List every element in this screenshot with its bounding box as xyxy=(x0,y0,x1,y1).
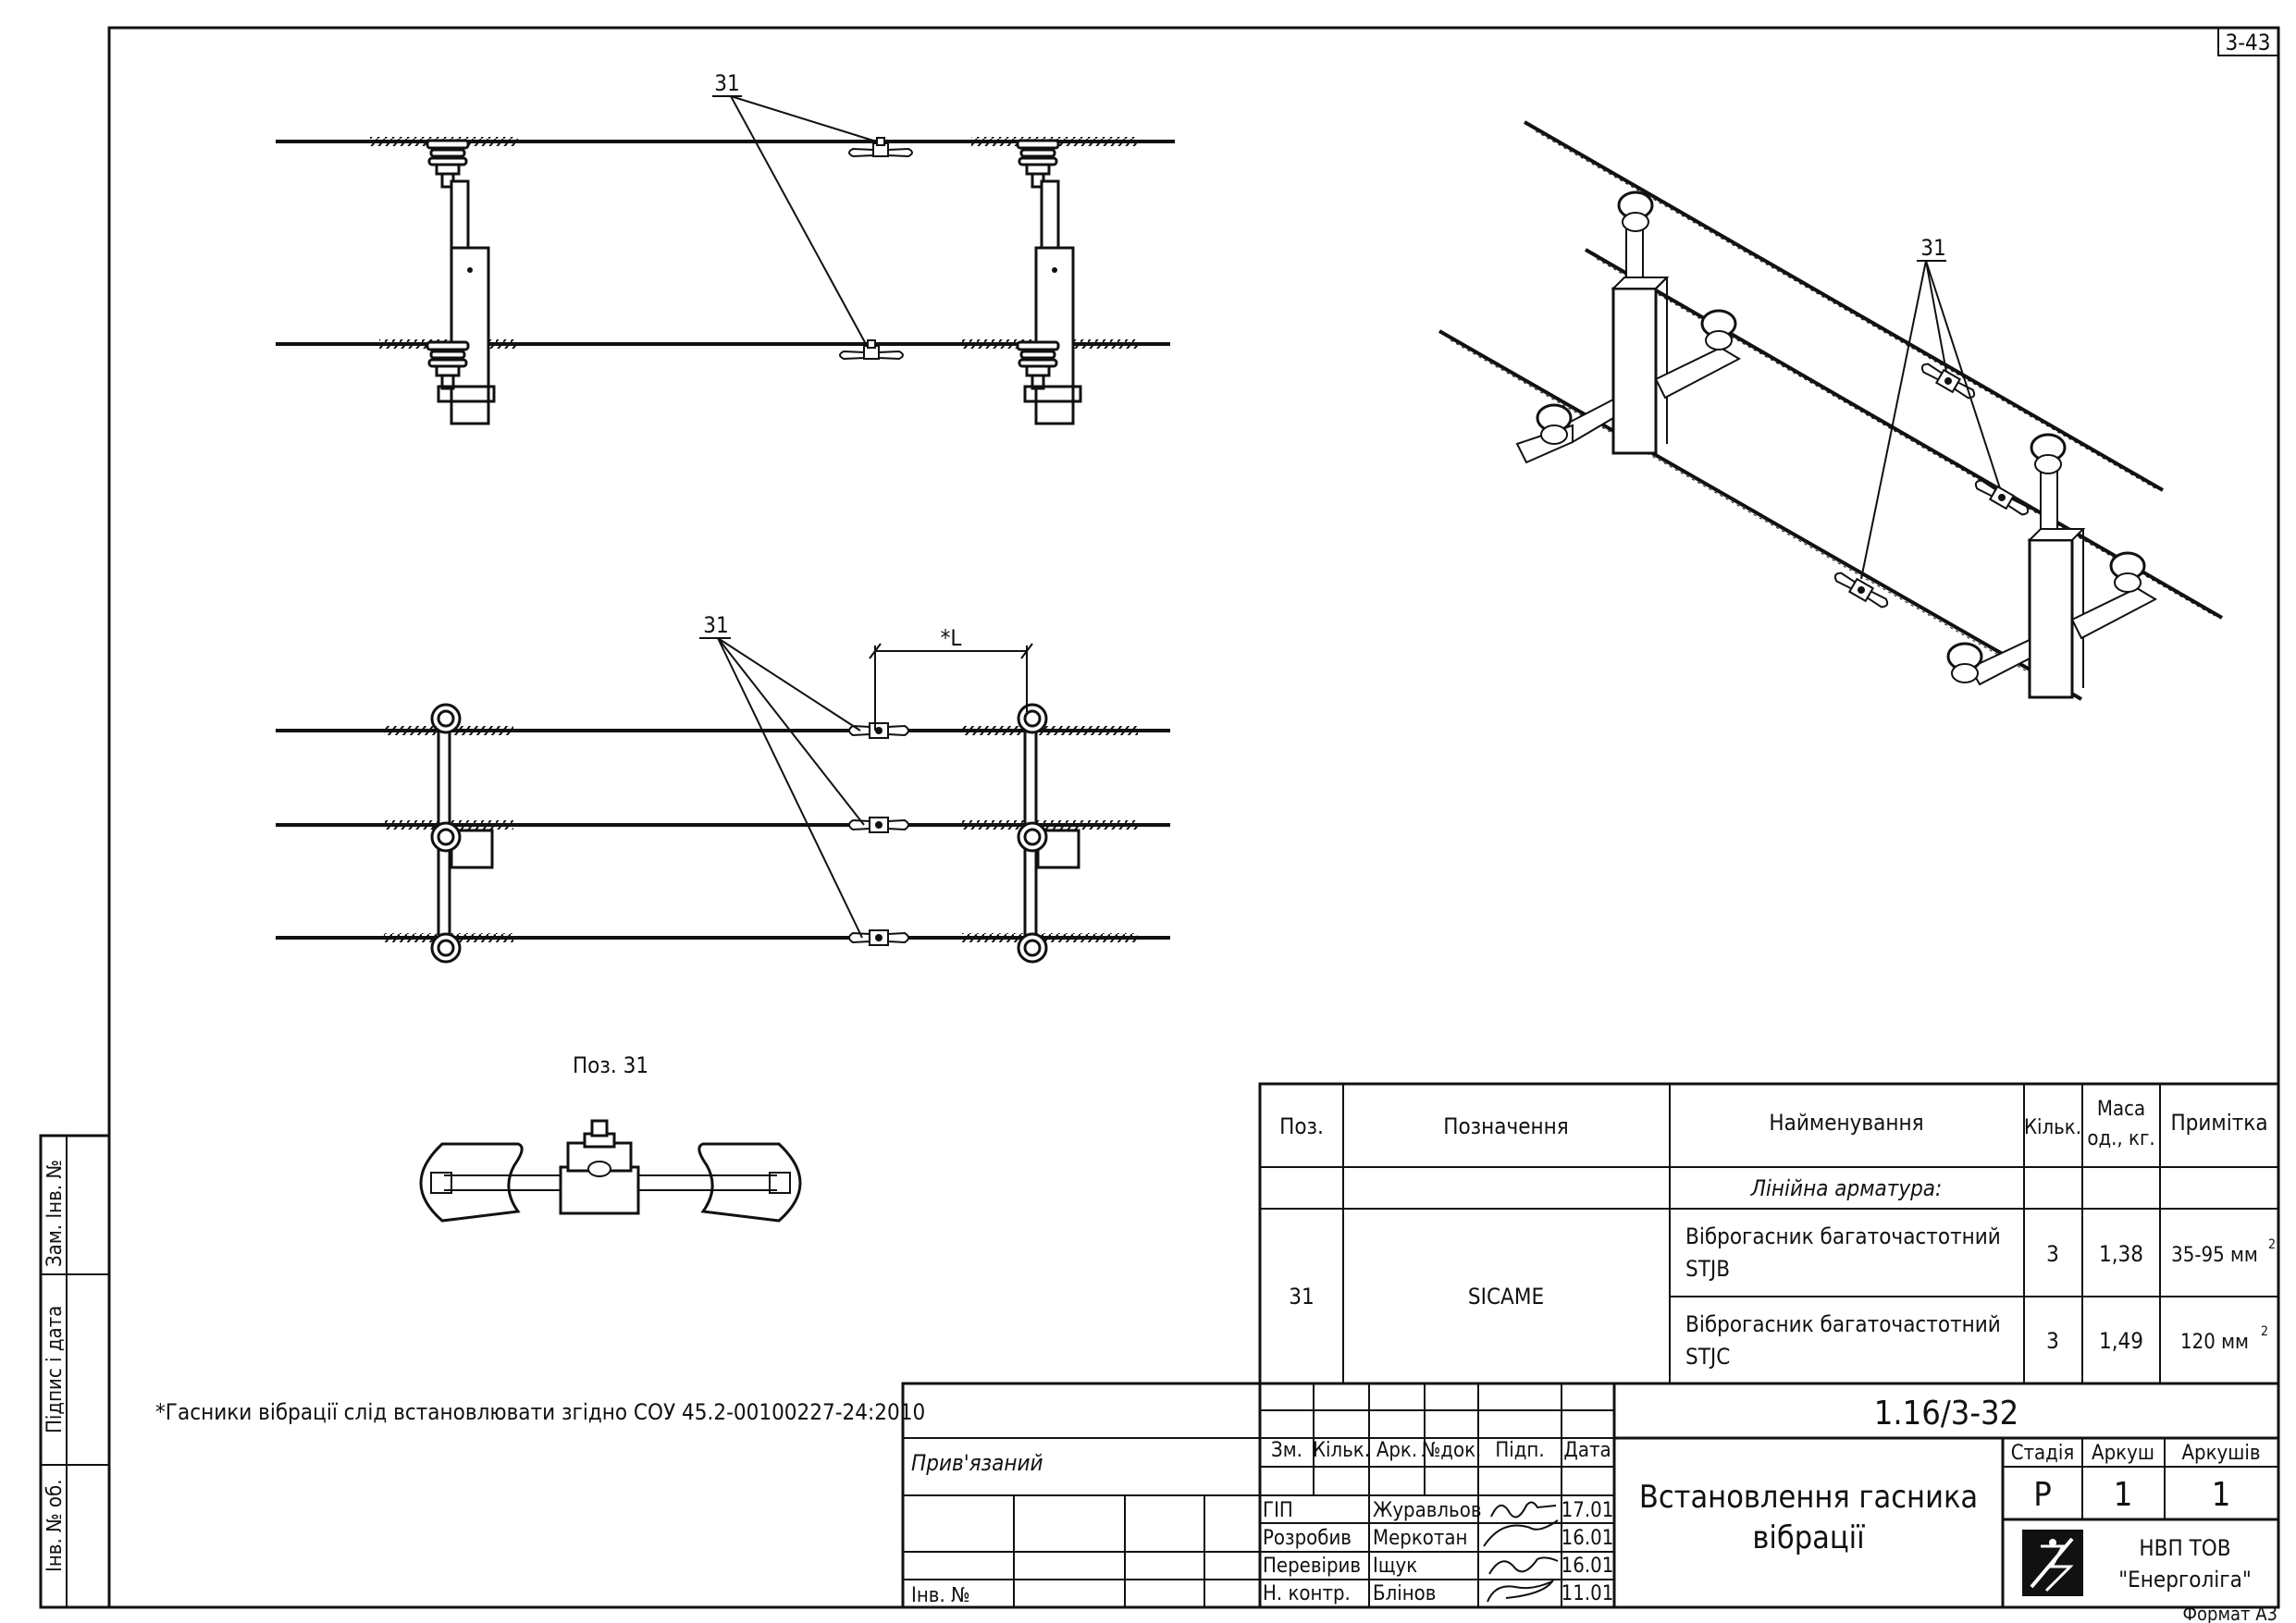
name-checker: Іщук xyxy=(1373,1555,1417,1578)
col-name-header: Найменування xyxy=(1769,1110,1923,1136)
callout-31-b: 31 xyxy=(703,612,728,638)
iso-support-b xyxy=(1946,433,2158,699)
doc-code: 1.16/3-32 xyxy=(1874,1395,2019,1432)
signature-developer xyxy=(1483,1519,1559,1547)
sheets-label: Аркушів xyxy=(2181,1442,2260,1465)
drawing-title-line2: вібрації xyxy=(1752,1519,1865,1556)
signature-gip xyxy=(1490,1501,1557,1518)
detail-label: Поз. 31 xyxy=(573,1052,648,1078)
row2-name-line2: STJC xyxy=(1685,1344,1730,1370)
col-designation-header: Позначення xyxy=(1443,1113,1569,1139)
stamp-sign-date: Підпис і дата xyxy=(43,1306,67,1433)
name-gip: Журавльов xyxy=(1373,1499,1482,1522)
role-developer: Розробив xyxy=(1263,1527,1352,1550)
col-mass-header-1: Маса xyxy=(2097,1098,2145,1121)
org-line1: НВП ТОВ xyxy=(2139,1535,2230,1561)
footnote: *Гасники вібрації слід встановлювати згі… xyxy=(155,1399,925,1425)
role-checker: Перевірив xyxy=(1263,1555,1361,1578)
callout-31-c: 31 xyxy=(1920,235,1945,261)
bound-label: Прив'язаний xyxy=(911,1450,1043,1476)
col-pos-header: Поз. xyxy=(1279,1113,1324,1139)
rev-header-sign: Підп. xyxy=(1495,1439,1544,1462)
stamp-replace-inv: Зам. Інв. № xyxy=(43,1160,67,1267)
company-logo xyxy=(2022,1530,2083,1596)
stamp-inv-orig: Інв. № об. xyxy=(43,1480,67,1572)
plan-view: *L 31 xyxy=(276,612,1170,964)
signature-row: Розробив Меркотан 16.01 xyxy=(1263,1519,1614,1550)
rev-header-zm: Зм. xyxy=(1271,1439,1302,1462)
row2-qty: 3 xyxy=(2046,1328,2059,1354)
designation-value: SICAME xyxy=(1468,1284,1544,1309)
inv-label: Інв. № xyxy=(911,1584,970,1607)
stage-label: Стадія xyxy=(2011,1442,2075,1465)
iso-support-a xyxy=(1515,191,1742,464)
sheets-value: 1 xyxy=(2212,1476,2231,1514)
role-gip: ГІП xyxy=(1263,1499,1293,1522)
rev-header-ark: Арк. xyxy=(1376,1439,1417,1462)
date-norm-control: 11.01 xyxy=(1562,1582,1614,1605)
signature-norm-control xyxy=(1487,1579,1555,1603)
row2-note-sup: 2 xyxy=(2261,1324,2268,1339)
row2-mass: 1,49 xyxy=(2099,1328,2143,1354)
dimension-L: *L xyxy=(941,625,962,651)
side-elevation-view: 31 xyxy=(276,70,1175,425)
spec-row: Віброгасник багаточастотний STJB 3 1,38 … xyxy=(1685,1223,2276,1282)
row1-qty: 3 xyxy=(2046,1241,2059,1267)
title-block: Прив'язаний Інв. № Зм. Кільк. Арк. №док.… xyxy=(901,1382,2280,1609)
role-norm-control: Н. контр. xyxy=(1263,1582,1351,1605)
row2-name-line1: Віброгасник багаточастотний xyxy=(1685,1311,2001,1337)
signature-row: Перевірив Іщук 16.01 xyxy=(1263,1555,1613,1578)
name-norm-control: Блінов xyxy=(1373,1582,1436,1605)
sheet-label: Аркуш xyxy=(2092,1442,2154,1465)
signature-row: Н. контр. Блінов 11.01 xyxy=(1263,1579,1614,1605)
col-mass-header-2: од., кг. xyxy=(2087,1127,2154,1150)
signature-checker xyxy=(1488,1556,1559,1575)
sheet-value: 1 xyxy=(2114,1476,2133,1514)
col-qty-header: Кільк. xyxy=(2024,1116,2081,1139)
row1-name-line1: Віброгасник багаточастотний xyxy=(1685,1223,2001,1249)
callout-31-a: 31 xyxy=(714,70,739,96)
row1-note-sup: 2 xyxy=(2268,1237,2276,1252)
rev-header-qty: Кільк. xyxy=(1313,1439,1370,1462)
pos-value: 31 xyxy=(1289,1284,1314,1309)
date-developer: 16.01 xyxy=(1562,1527,1614,1550)
spec-row: Віброгасник багаточастотний STJC 3 1,49 … xyxy=(1685,1311,2268,1370)
drawing-title-line1: Встановлення гасника xyxy=(1639,1479,1978,1516)
name-developer: Меркотан xyxy=(1373,1527,1468,1550)
rev-header-date: Дата xyxy=(1563,1439,1611,1462)
format-label: Формат А3 xyxy=(2183,1603,2277,1623)
org-line2: "Енерголіга" xyxy=(2118,1567,2252,1592)
date-gip: 17.01 xyxy=(1562,1499,1614,1522)
side-stamp: Зам. Інв. № Підпис і дата Інв. № об. xyxy=(39,1134,111,1609)
stage-value: Р xyxy=(2033,1476,2052,1514)
rev-header-doc: №док. xyxy=(1422,1439,1482,1462)
row1-mass: 1,38 xyxy=(2099,1241,2143,1267)
left-support xyxy=(426,139,496,425)
row1-name-line2: STJB xyxy=(1685,1256,1730,1282)
spec-table: Поз. Позначення Найменування Кільк. Маса… xyxy=(1258,1082,2280,1385)
row1-note: 35-95 мм xyxy=(2171,1244,2258,1267)
damper-detail-view: Поз. 31 xyxy=(419,1052,802,1223)
right-support xyxy=(1016,139,1082,425)
group-title: Лінійна арматура: xyxy=(1750,1175,1943,1201)
row2-note: 120 мм xyxy=(2180,1331,2249,1354)
date-checker: 16.01 xyxy=(1562,1555,1614,1578)
col-note-header: Примітка xyxy=(2170,1110,2267,1136)
isometric-view: 31 xyxy=(1438,120,2224,701)
corner-tag: 3-43 xyxy=(2226,30,2271,55)
signature-row: ГІП Журавльов 17.01 xyxy=(1263,1499,1613,1522)
